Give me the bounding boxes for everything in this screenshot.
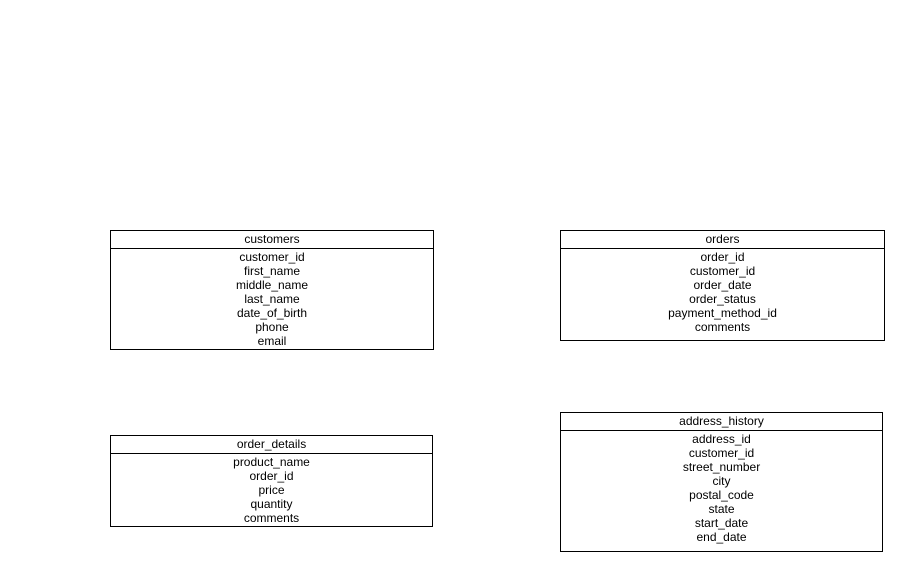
entity-field: customer_id (689, 264, 756, 278)
entity-title: customers (111, 231, 433, 249)
entity-field: order_id (700, 250, 745, 264)
entity-title: order_details (111, 436, 432, 454)
entity-field: quantity (250, 497, 293, 511)
entity-field: customer_id (239, 250, 305, 264)
entity-field-list: product_name order_id price quantity com… (111, 454, 432, 525)
entity-order-details[interactable]: order_details product_name order_id pric… (110, 435, 433, 527)
entity-field: comments (694, 320, 751, 334)
entity-field: postal_code (689, 488, 754, 502)
entity-field: customer_id (688, 446, 755, 460)
entity-field: first_name (243, 264, 301, 278)
entity-address-history[interactable]: address_history address_id customer_id s… (560, 412, 883, 552)
entity-field: last_name (244, 292, 300, 306)
entity-field: order_status (689, 292, 756, 306)
entity-field-list: order_id customer_id order_date order_st… (561, 249, 884, 334)
entity-field: start_date (694, 516, 749, 530)
entity-field: end_date (696, 530, 747, 544)
entity-customers[interactable]: customers customer_id first_name middle_… (110, 230, 434, 350)
entity-field: email (257, 334, 287, 348)
entity-field: comments (243, 511, 300, 525)
entity-field: city (712, 474, 731, 488)
entity-field: state (708, 502, 735, 516)
entity-field-list: customer_id first_name middle_name last_… (111, 249, 433, 348)
entity-orders[interactable]: orders order_id customer_id order_date o… (560, 230, 885, 341)
entity-field: date_of_birth (236, 306, 308, 320)
entity-field: order_date (693, 278, 752, 292)
entity-field: middle_name (235, 278, 309, 292)
entity-field: payment_method_id (668, 306, 777, 320)
entity-field: phone (255, 320, 289, 334)
entity-field: price (258, 483, 285, 497)
entity-title: orders (561, 231, 884, 249)
entity-field: order_id (249, 469, 294, 483)
entity-field: street_number (682, 460, 761, 474)
entity-title: address_history (561, 413, 882, 431)
entity-field: product_name (233, 455, 310, 469)
entity-field-list: address_id customer_id street_number cit… (561, 431, 882, 544)
entity-field: address_id (692, 432, 751, 446)
